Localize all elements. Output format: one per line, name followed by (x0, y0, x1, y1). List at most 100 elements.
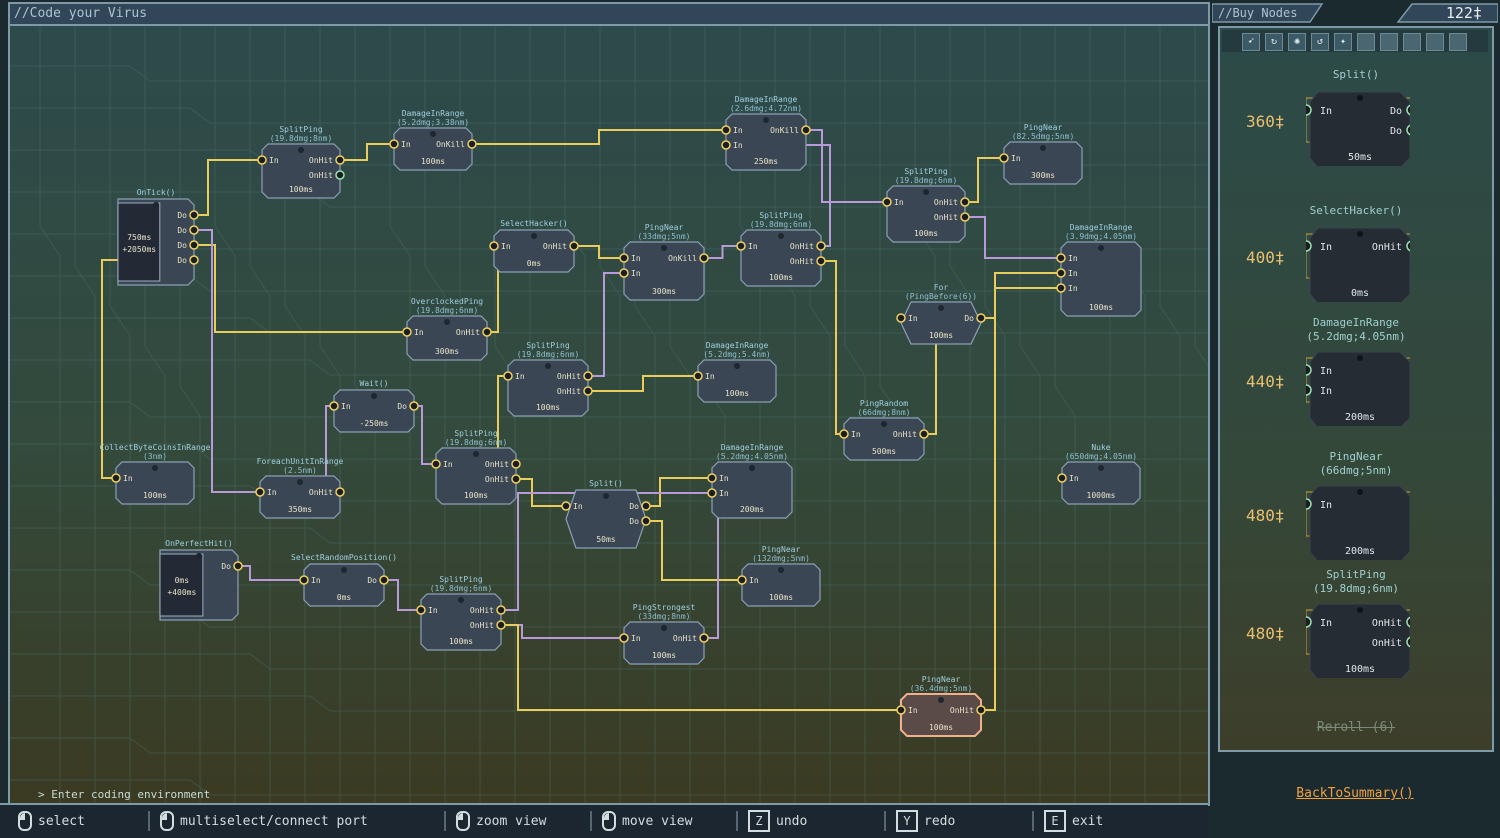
output-port[interactable] (816, 241, 826, 251)
output-port[interactable] (189, 240, 199, 250)
output-port[interactable] (801, 125, 811, 135)
connection-wire[interactable] (965, 216, 1061, 259)
output-port[interactable] (467, 139, 477, 149)
output-port[interactable] (583, 386, 593, 396)
connection-wire[interactable] (194, 159, 262, 216)
connection-wire[interactable] (981, 272, 1061, 319)
connection-wire[interactable] (981, 287, 1061, 711)
connection-wire[interactable] (238, 565, 304, 581)
input-port[interactable] (721, 125, 731, 135)
cursor-icon[interactable]: ➹ (1242, 33, 1260, 51)
connection-wire[interactable] (414, 405, 436, 465)
output-port[interactable] (641, 516, 651, 526)
connection-wire[interactable] (821, 260, 844, 435)
input-port[interactable] (896, 313, 906, 323)
input-port[interactable] (721, 140, 731, 150)
node-graph-canvas[interactable]: OnTick()750ms+2050msDoDoDoDoSplitPing(19… (10, 4, 1208, 804)
input-port[interactable] (1056, 283, 1066, 293)
reroll-button[interactable]: Reroll (6) (1316, 720, 1396, 735)
input-port[interactable] (1056, 253, 1066, 263)
output-port[interactable] (976, 705, 986, 715)
input-port[interactable] (489, 241, 499, 251)
output-port[interactable] (699, 633, 709, 643)
output-port[interactable] (511, 459, 521, 469)
connection-wire[interactable] (588, 375, 698, 392)
input-port[interactable] (736, 241, 746, 251)
connection-wire[interactable] (646, 520, 742, 581)
input-port[interactable] (431, 459, 441, 469)
input-port[interactable] (882, 197, 892, 207)
input-port[interactable] (402, 327, 412, 337)
output-port[interactable] (335, 170, 345, 180)
connection-wire[interactable] (965, 157, 1004, 203)
output-port[interactable] (919, 429, 929, 439)
input-port[interactable] (416, 605, 426, 615)
connection-wire[interactable] (194, 244, 407, 333)
refresh-icon[interactable]: ↻ (1265, 33, 1283, 51)
input-port[interactable] (503, 371, 513, 381)
input-port[interactable] (737, 575, 747, 585)
output-port[interactable] (189, 225, 199, 235)
connection-wire[interactable] (806, 129, 887, 203)
output-port[interactable] (816, 256, 826, 266)
output-port[interactable] (189, 255, 199, 265)
tool-slot[interactable] (1426, 33, 1444, 51)
output-port[interactable] (496, 605, 506, 615)
tool-slot[interactable] (1403, 33, 1421, 51)
tool-slot[interactable] (1357, 33, 1375, 51)
input-port[interactable] (693, 371, 703, 381)
cycle-icon[interactable]: ↺ (1311, 33, 1329, 51)
tool-slot[interactable] (1449, 33, 1467, 51)
input-port[interactable] (111, 473, 121, 483)
output-port[interactable] (511, 474, 521, 484)
input-port[interactable] (389, 139, 399, 149)
output-port[interactable] (496, 620, 506, 630)
output-port[interactable] (335, 487, 345, 497)
input-port[interactable] (896, 705, 906, 715)
connection-wire[interactable] (194, 229, 260, 493)
target-icon[interactable]: ✦ (1334, 33, 1352, 51)
output-port[interactable] (699, 253, 709, 263)
tool-slot[interactable] (1380, 33, 1398, 51)
input-port[interactable] (619, 633, 629, 643)
output-port[interactable] (409, 401, 419, 411)
input-port[interactable] (839, 429, 849, 439)
connection-wire[interactable] (574, 245, 624, 259)
back-to-summary-link[interactable]: BackToSummary() (1296, 786, 1414, 801)
connection-wire[interactable] (472, 129, 726, 145)
output-port[interactable] (379, 575, 389, 585)
input-port[interactable] (619, 268, 629, 278)
output-port[interactable] (960, 197, 970, 207)
connection-wire[interactable] (384, 579, 421, 611)
gear-icon[interactable]: ✺ (1288, 33, 1306, 51)
connection-wire[interactable] (501, 624, 624, 639)
input-port[interactable] (299, 575, 309, 585)
input-port[interactable] (1057, 473, 1067, 483)
